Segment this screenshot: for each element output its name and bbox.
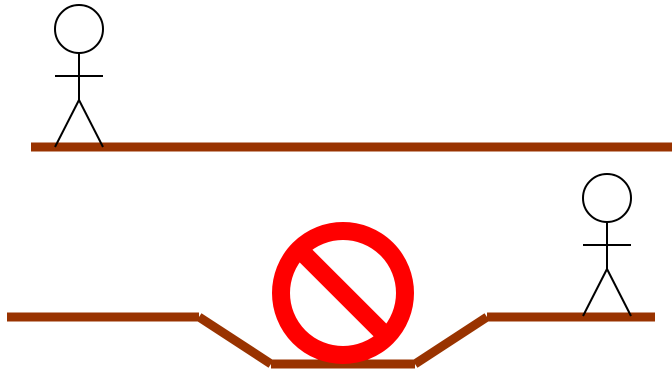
upper-stick-figure-icon bbox=[55, 5, 103, 147]
lower-figure-right-leg bbox=[607, 269, 631, 316]
upper-figure-right-leg bbox=[79, 100, 103, 147]
no-entry-prohibition-icon bbox=[281, 231, 405, 355]
lower-figure-head bbox=[583, 174, 631, 222]
ditch-left-slope bbox=[199, 317, 271, 364]
ditch-right-slope bbox=[415, 317, 487, 364]
lower-stick-figure-icon bbox=[583, 174, 631, 316]
lower-figure-left-leg bbox=[583, 269, 607, 316]
upper-figure-left-leg bbox=[55, 100, 79, 147]
upper-figure-head bbox=[55, 5, 103, 53]
